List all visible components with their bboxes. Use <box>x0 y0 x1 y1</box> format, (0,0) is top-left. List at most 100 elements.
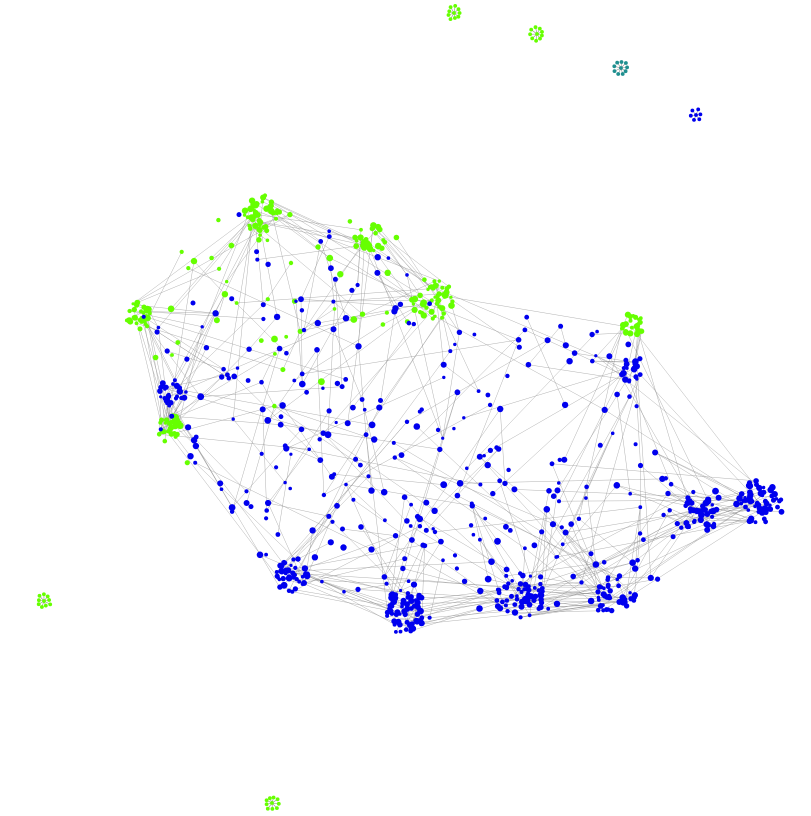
graph-node <box>384 581 389 586</box>
graph-node <box>633 330 641 338</box>
graph-node <box>600 591 607 598</box>
green-cluster-top-right-edges <box>530 27 543 41</box>
graph-node <box>517 581 524 587</box>
graph-node <box>186 266 191 271</box>
graph-node <box>405 591 411 596</box>
graph-node <box>295 556 301 562</box>
green-cluster-top-right-node <box>535 32 539 36</box>
graph-node <box>288 260 294 266</box>
green-cluster-bottom-node <box>270 801 274 805</box>
graph-node <box>185 424 192 431</box>
graph-node <box>255 257 260 262</box>
graph-node <box>369 226 375 232</box>
graph-node <box>216 217 221 223</box>
graph-node <box>691 489 696 495</box>
graph-node <box>398 612 402 616</box>
graph-node <box>515 594 519 598</box>
graph-node <box>271 335 278 343</box>
graph-node <box>288 486 293 491</box>
graph-node <box>167 392 171 397</box>
graph-node <box>406 320 412 326</box>
graph-node <box>363 432 369 438</box>
graph-node <box>403 627 409 632</box>
graph-node <box>637 319 643 325</box>
graph-node <box>343 377 349 382</box>
graph-node <box>539 600 545 606</box>
graph-node <box>538 574 544 580</box>
graph-node <box>179 249 184 254</box>
graph-node <box>668 481 674 487</box>
graph-node <box>192 442 200 450</box>
green-cluster-top-right-node <box>533 25 538 30</box>
graph-node <box>441 311 447 316</box>
graph-node <box>273 352 277 356</box>
green-cluster-top-node <box>448 17 453 21</box>
graph-node <box>337 271 344 278</box>
green-cluster-bottom-node <box>270 807 275 811</box>
graph-node <box>546 488 552 494</box>
graph-node <box>411 603 417 609</box>
graph-node <box>381 238 386 242</box>
green-cluster-left-node <box>45 594 50 599</box>
graph-node <box>768 503 772 507</box>
graph-node <box>632 361 638 367</box>
graph-node <box>700 503 706 509</box>
graph-node <box>231 417 235 421</box>
graph-node <box>355 586 361 593</box>
graph-node <box>361 244 368 251</box>
graph-node <box>619 371 625 378</box>
graph-node <box>291 557 296 562</box>
graph-node <box>441 558 445 562</box>
graph-node <box>380 322 386 327</box>
graph-node <box>557 481 561 485</box>
graph-node <box>511 609 519 616</box>
graph-node <box>441 436 445 440</box>
graph-node <box>164 417 169 422</box>
graph-node <box>332 276 338 282</box>
graph-node <box>170 353 174 357</box>
graph-node <box>368 487 375 494</box>
graph-node <box>359 311 366 317</box>
graph-node <box>590 358 595 364</box>
graph-node <box>756 502 762 508</box>
graph-node <box>417 524 423 529</box>
graph-node <box>342 589 346 594</box>
graph-node <box>538 581 543 587</box>
graph-node <box>595 589 601 595</box>
green-cluster-top-node <box>452 11 456 15</box>
graph-node <box>663 476 668 481</box>
graph-node <box>549 461 555 467</box>
graph-node <box>167 421 172 426</box>
graph-node <box>366 245 374 253</box>
graph-node <box>289 563 293 568</box>
graph-node <box>298 296 304 303</box>
graph-node <box>212 310 219 317</box>
graph-node <box>418 310 423 315</box>
teal-cluster-node <box>615 60 620 65</box>
graph-node <box>576 516 582 521</box>
graph-node <box>518 603 525 610</box>
green-cluster-bottom-node <box>275 797 280 802</box>
graph-node <box>334 380 341 387</box>
graph-node <box>326 408 332 414</box>
graph-node <box>524 314 530 320</box>
graph-node <box>620 325 625 331</box>
graph-node <box>374 269 381 276</box>
graph-node <box>614 391 620 398</box>
graph-node <box>283 560 288 566</box>
graph-node <box>416 594 423 601</box>
graph-node <box>243 500 250 506</box>
graph-node <box>505 373 510 379</box>
graph-node <box>440 285 445 290</box>
green-cluster-top-node <box>448 5 453 9</box>
graph-node <box>358 524 364 530</box>
green-cluster-bottom-node <box>264 798 269 803</box>
graph-node <box>256 551 264 559</box>
graph-node <box>193 460 198 465</box>
graph-node <box>391 440 396 445</box>
graph-node <box>637 462 644 469</box>
graph-node <box>352 234 358 240</box>
blue-star-cluster-node <box>696 107 701 112</box>
graph-node <box>411 306 418 313</box>
graph-node <box>509 593 514 599</box>
